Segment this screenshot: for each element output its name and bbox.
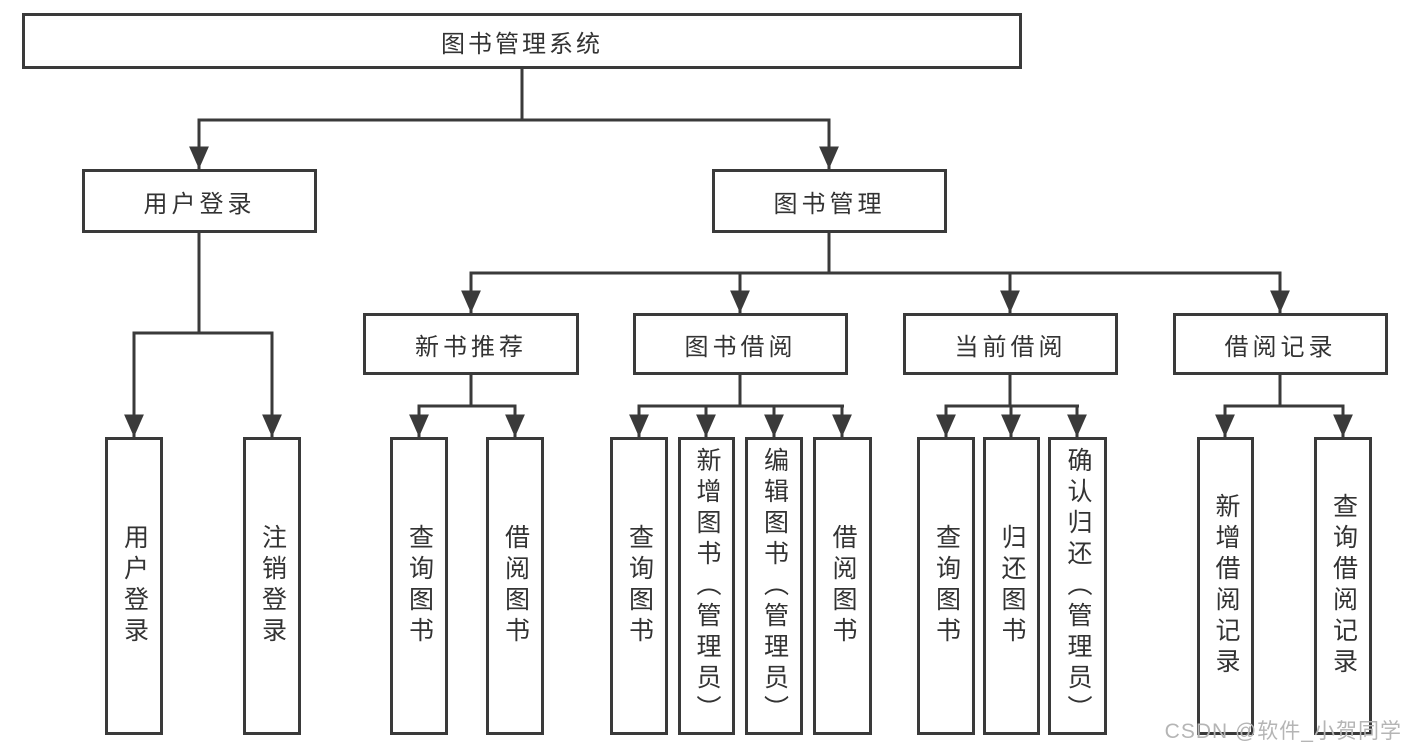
leaf-label: 查询借阅记录: [1329, 493, 1358, 679]
leaf-label: 查询图书: [625, 524, 654, 648]
leaf-confirm-return-admin: 确认归还（管理员）: [1048, 437, 1107, 735]
leaf-label: 新增借阅记录: [1212, 493, 1240, 679]
leaf-query-books-recommend: 查询图书: [390, 437, 448, 735]
leaf-return-book: 归还图书: [983, 437, 1040, 735]
leaf-borrow-books-recommend: 借阅图书: [486, 437, 544, 735]
leaf-add-borrow-record: 新增借阅记录: [1197, 437, 1254, 735]
leaf-logout: 注销登录: [243, 437, 301, 735]
leaf-label: 查询图书: [932, 524, 961, 648]
leaf-edit-book-admin: 编辑图书（管理员）: [745, 437, 803, 735]
csdn-watermark: CSDN @软件_小贺同学: [1164, 720, 1402, 743]
leaf-query-books-borrowing: 查询图书: [610, 437, 668, 735]
leaf-query-borrow-record: 查询借阅记录: [1314, 437, 1372, 735]
node-current-borrowing: 当前借阅: [903, 313, 1118, 375]
leaf-label: 归还图书: [998, 524, 1026, 648]
leaf-borrow-books: 借阅图书: [813, 437, 872, 735]
leaf-label: 借阅图书: [501, 524, 530, 648]
leaf-user-login: 用户登录: [105, 437, 163, 735]
leaf-label: 确认归还（管理员）: [1064, 446, 1092, 726]
leaf-query-books-current: 查询图书: [917, 437, 975, 735]
leaf-label: 用户登录: [120, 524, 149, 648]
leaf-label: 借阅图书: [829, 524, 857, 648]
leaf-label: 查询图书: [405, 524, 434, 648]
leaf-add-book-admin: 新增图书（管理员）: [678, 437, 735, 735]
node-user-login: 用户登录: [82, 169, 317, 233]
leaf-label: 编辑图书（管理员）: [760, 446, 789, 726]
node-borrowing-records: 借阅记录: [1173, 313, 1388, 375]
node-book-borrowing: 图书借阅: [633, 313, 848, 375]
node-new-book-recommend: 新书推荐: [363, 313, 579, 375]
node-book-management: 图书管理: [712, 169, 947, 233]
leaf-label: 注销登录: [258, 524, 287, 648]
node-library-management-system: 图书管理系统: [22, 13, 1022, 69]
leaf-label: 新增图书（管理员）: [693, 446, 721, 726]
